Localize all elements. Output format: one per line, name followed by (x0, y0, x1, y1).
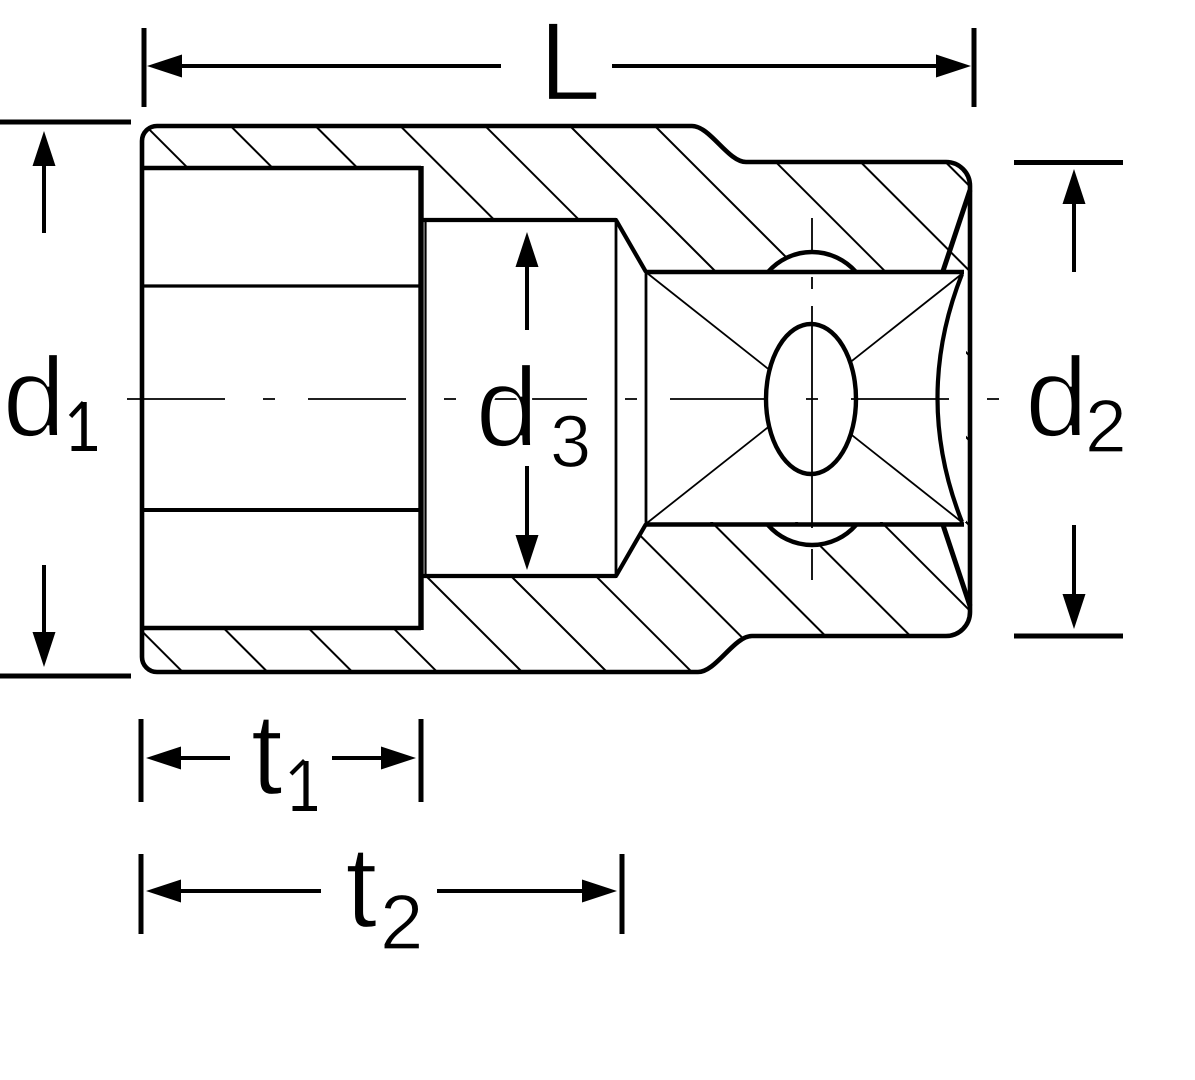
svg-text:d: d (476, 344, 539, 471)
svg-text:3: 3 (550, 400, 591, 483)
svg-text:L: L (539, 0, 601, 124)
svg-text:t: t (251, 688, 284, 819)
svg-text:d: d (3, 334, 66, 461)
svg-text:2: 2 (380, 878, 423, 966)
svg-text:2: 2 (1085, 384, 1127, 468)
svg-text:t: t (345, 821, 378, 952)
svg-text:d: d (1025, 334, 1088, 461)
